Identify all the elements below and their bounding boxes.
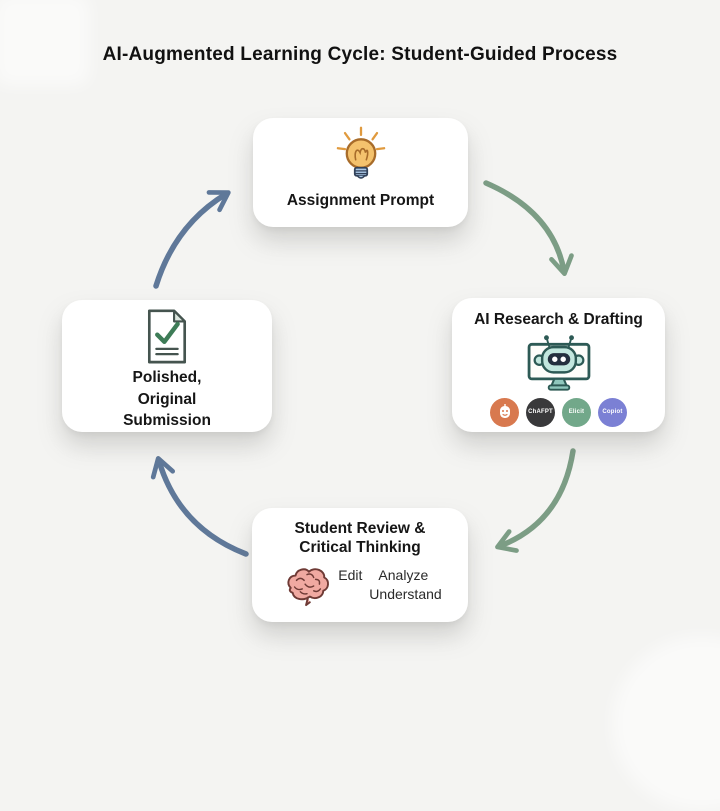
ai-tool-badges: ChAFPT Elicit Copiot [490,397,627,427]
background-highlight-topleft [0,0,90,86]
robot-monitor-icon [527,335,590,391]
node-label-line2: Critical Thinking [299,538,421,556]
copilot-badge: Copiot [598,397,627,427]
lightbulb-icon [336,126,385,179]
node-label: Assignment Prompt [286,192,435,209]
arrow-left-to-top [153,190,231,289]
page-title: AI-Augmented Learning Cycle: Student-Gui… [102,44,618,65]
arrow-top-to-right [483,180,574,277]
node-label-line3: Submission [123,412,211,430]
node-label: Student Review & Critical Thinking [295,520,426,558]
keyword-analyze: Analyze [378,566,429,583]
node-label-line1: Polished, [132,368,202,386]
node-polished-submission: Polished, Original Submission [62,300,272,432]
node-assignment-prompt: Assignment Prompt [253,118,468,227]
review-keywords: Edit Analyze Understand [284,566,442,608]
node-student-review: Student Review & Critical Thinking Edit … [252,508,468,622]
keyword-edit: Edit [338,566,363,583]
node-label: AI Research & Drafting [474,311,643,328]
chatgpt-badge: ChAFPT [526,397,555,427]
keyword-understand: Understand [369,585,442,602]
document-check-icon [147,309,187,364]
arrow-right-to-bottom [495,448,576,553]
node-label-line2: Original [137,390,197,408]
cycle-arrows [150,180,576,557]
mascot-icon [499,404,510,419]
elicit-badge: Elicit [562,397,591,427]
node-label: Polished, Original Submission [123,367,211,432]
keyword-list: Edit Analyze Understand [338,566,441,604]
ai-mascot-badge [490,397,519,427]
arrow-bottom-to-left [150,456,249,557]
node-label-line1: Student Review & [294,520,426,537]
node-ai-research-drafting: AI Research & Drafting ChAFPT Elicit Cop… [452,298,665,432]
brain-icon [287,568,330,606]
